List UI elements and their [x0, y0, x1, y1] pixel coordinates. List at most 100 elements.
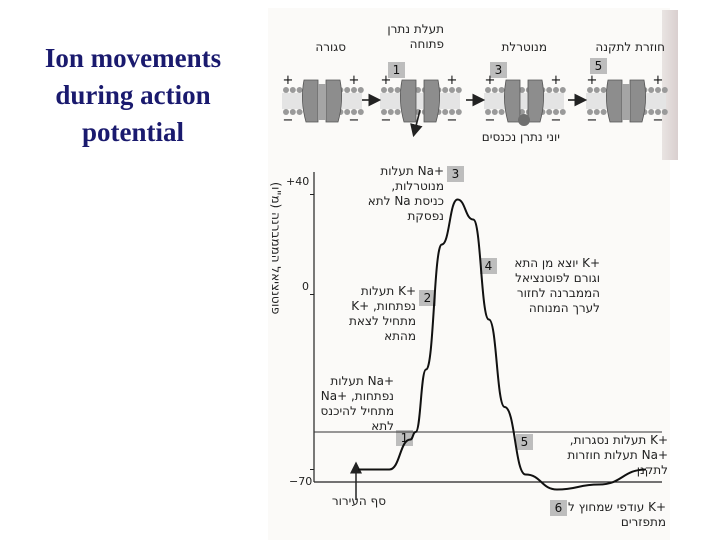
channel-gate-closed: [622, 84, 630, 120]
lipid-head-bottom: [491, 109, 498, 115]
lipid-head-top: [553, 87, 559, 93]
channel-protein-left: [504, 79, 521, 123]
membrane-charge-sign: −: [587, 113, 598, 128]
lipid-head-bottom: [655, 109, 661, 115]
lipid-head-top: [587, 87, 593, 93]
lipid-head-top: [296, 87, 303, 93]
lipid-head-bottom: [296, 109, 303, 115]
channel-protein-left: [400, 79, 417, 123]
axes: [310, 172, 662, 500]
channel-protein-right: [629, 79, 646, 123]
lipid-head-top: [600, 87, 607, 93]
lipid-head-bottom: [289, 109, 296, 115]
lipid-head-bottom: [519, 109, 525, 115]
y-tick-zero: 0: [302, 280, 309, 293]
membrane-segment-4: + + − −: [586, 73, 668, 128]
lipid-head-top: [289, 87, 296, 93]
lipid-head-top: [519, 87, 525, 93]
membrane-charge-sign: +: [587, 73, 598, 88]
channel-state-inactivated-label: מנוטרלת: [501, 40, 548, 54]
annotation-3-badge: 3: [447, 166, 464, 182]
lipid-head-top: [357, 87, 364, 93]
annotation-4-text: +K יוצא מן התא וגורם לפוטנציאל הממברנה ל…: [514, 256, 600, 315]
lipid-head-top: [655, 87, 661, 93]
lipid-head-top: [415, 87, 421, 93]
lipid-head-top: [498, 87, 505, 93]
sodium-ions-label: יוני נתרן נכנסים: [481, 130, 560, 144]
channel-step-1-badge: 1: [388, 62, 405, 78]
y-tick-minus70: −70: [289, 475, 313, 488]
lipid-head-top: [449, 87, 455, 93]
membrane-charge-sign: +: [381, 73, 392, 88]
membrane-charge-sign: −: [381, 113, 392, 128]
lipid-head-top: [491, 87, 498, 93]
annotation-6-badge: 6: [550, 500, 567, 516]
channel-state-open-label: תעלת נתרן פתוחה: [387, 22, 444, 51]
channel-protein-left: [302, 79, 319, 123]
lipid-head-top: [344, 87, 351, 93]
lipid-head-bottom: [485, 109, 491, 115]
membrane-segment-3: + + − −: [484, 73, 566, 128]
lipid-head-top: [546, 87, 553, 93]
channel-state-resetting-label: חוזרת לתקנה: [595, 40, 665, 54]
lipid-head-top: [351, 87, 357, 93]
membrane-charge-sign: −: [485, 113, 496, 128]
title-line-2: during action: [55, 80, 211, 110]
channel-protein-left: [606, 79, 623, 123]
membrane-charge-sign: +: [283, 73, 294, 88]
annotation-3-text: +Na תעלות מנוטרלות, כניסת Na לתא נפסקת: [367, 164, 444, 223]
membrane-segment-1: ++−−: [282, 73, 364, 128]
lipid-head-bottom: [498, 109, 505, 115]
lipid-tails: [380, 93, 460, 109]
annotation-5-text: +K תעלות נסגרות, +Na תעלות חוזרות לתקנן: [567, 433, 668, 477]
channel-step-3-badge: 3: [490, 62, 507, 78]
lipid-head-bottom: [344, 109, 351, 115]
lipid-head-bottom: [351, 109, 357, 115]
lipid-head-bottom: [661, 109, 668, 115]
channel-protein-right: [527, 79, 544, 123]
lipid-head-bottom: [648, 109, 655, 115]
annotation-1-badge: 1: [396, 430, 413, 446]
lipid-head-bottom: [442, 109, 449, 115]
lipid-head-top: [661, 87, 668, 93]
membrane-segment-2: + + − −: [380, 73, 462, 128]
membrane-charge-sign: −: [447, 113, 458, 128]
lipid-tails: [484, 93, 564, 109]
channel-state-closed-label: סגורה: [315, 40, 346, 54]
membrane-charge-sign: +: [447, 73, 458, 88]
lipid-head-bottom: [283, 109, 289, 115]
membrane-channel-row: ++−−++−−++−−++−−: [282, 73, 668, 128]
action-potential-trace: [357, 198, 647, 491]
lipid-head-top: [381, 87, 387, 93]
membrane-charge-sign: +: [349, 73, 360, 88]
lipid-head-bottom: [387, 109, 394, 115]
title-line-3: potential: [81, 117, 184, 147]
channel-step-5-badge: 5: [590, 58, 607, 74]
lipid-head-bottom: [559, 109, 566, 115]
lipid-head-top: [559, 87, 566, 93]
channel-gate-closed: [318, 84, 326, 120]
lipid-head-bottom: [357, 109, 364, 115]
lipid-head-bottom: [600, 109, 607, 115]
membrane-charge-sign: −: [653, 113, 664, 128]
lipid-head-bottom: [394, 109, 401, 115]
y-tick-plus40: +40: [286, 175, 310, 188]
annotation-6-text: +K עודפי שמחוץ לתא מתפזרים: [552, 500, 666, 529]
lipid-head-top: [593, 87, 600, 93]
membrane-potential-line: [358, 198, 647, 491]
membrane-charge-sign: +: [551, 73, 562, 88]
lipid-head-bottom: [449, 109, 455, 115]
threshold-label: סף העירור: [331, 494, 386, 508]
state-arrows: [362, 93, 588, 138]
membrane-charge-sign: +: [485, 73, 496, 88]
lipid-head-top: [442, 87, 449, 93]
lipid-head-top: [455, 87, 462, 93]
title-line-1: Ion movements: [44, 43, 222, 73]
annotation-1-text: +Na תעלות נפתחות, +Na מתחיל להיכנס לתא: [320, 374, 394, 433]
membrane-charge-sign: −: [551, 113, 562, 128]
membrane-charge-sign: +: [653, 73, 664, 88]
page-edge-shadow: [662, 10, 678, 160]
lipid-head-bottom: [587, 109, 593, 115]
lipid-head-top: [394, 87, 401, 93]
